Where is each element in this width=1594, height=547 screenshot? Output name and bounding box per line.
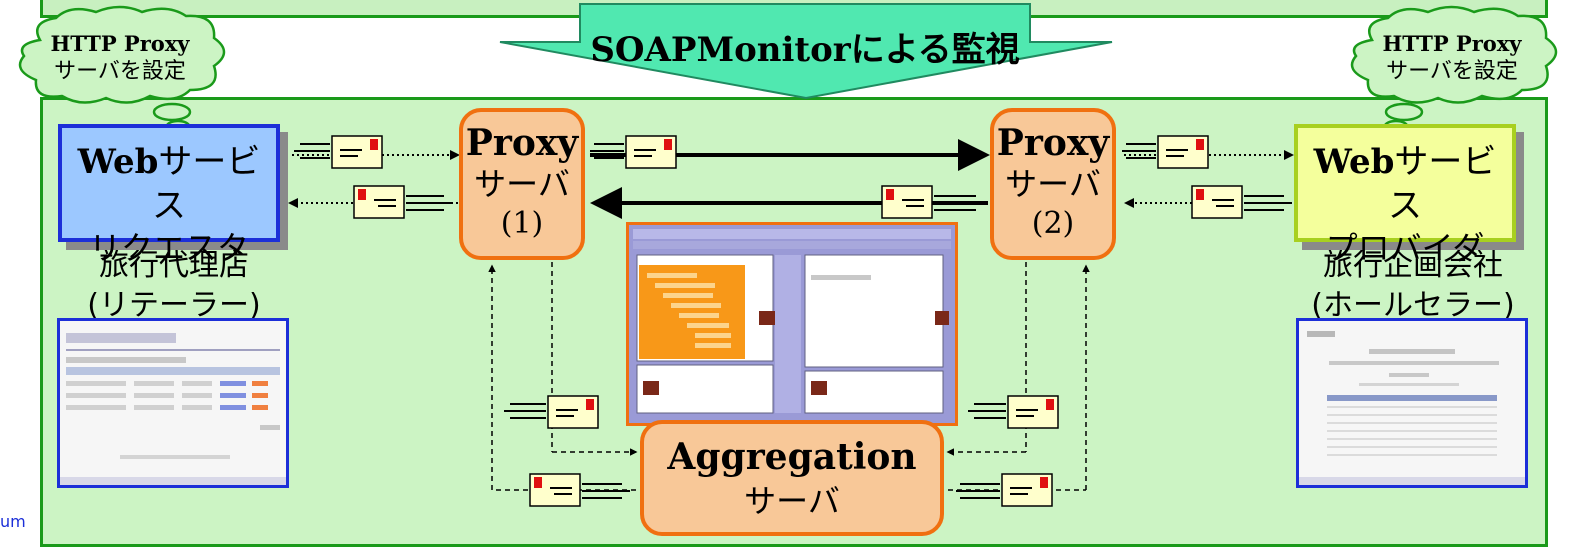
- proxy1-title: Proxy: [465, 122, 579, 164]
- requester-web-word: Web: [77, 142, 159, 182]
- soap-monitor-window: [626, 222, 958, 426]
- requester-caption-line1: 旅行代理店: [99, 248, 249, 283]
- aggregation-title: Aggregation: [667, 436, 917, 478]
- footer-text: um: [0, 512, 26, 531]
- provider-caption-line2: (ホールセラー): [1311, 288, 1515, 323]
- proxy1-sub: サーバ: [474, 165, 570, 203]
- provider-line2: プロバイダ: [1325, 229, 1485, 267]
- cloud-right-text: HTTP Proxy サーバを設定: [1352, 30, 1552, 86]
- cloud-right-line1: HTTP Proxy: [1382, 31, 1522, 56]
- requester-caption-line2: (リテーラー): [87, 288, 261, 323]
- proxy2-title: Proxy: [996, 122, 1110, 164]
- web-service-provider-box: Webサービス プロバイダ: [1294, 124, 1516, 267]
- requester-caption: 旅行代理店 (リテーラー): [56, 246, 292, 326]
- cloud-left-line1: HTTP Proxy: [50, 31, 190, 56]
- provider-web-word: Web: [1313, 142, 1395, 182]
- provider-caption-line1: 旅行企画会社: [1323, 248, 1503, 283]
- proxy-server-1: Proxy サーバ (1): [459, 108, 585, 260]
- proxy2-num: (2): [1031, 206, 1075, 241]
- requester-line2: リクエスタ: [88, 229, 249, 267]
- proxy2-sub: サーバ: [1005, 165, 1101, 203]
- web-service-requester-box: Webサービス リクエスタ: [58, 124, 280, 267]
- cloud-right-line2: サーバを設定: [1386, 59, 1518, 84]
- proxy-server-2: Proxy サーバ (2): [990, 108, 1116, 260]
- aggregation-sub: サーバ: [744, 482, 840, 520]
- cloud-left-text: HTTP Proxy サーバを設定: [20, 30, 220, 86]
- wholesaler-screenshot-thumbnail: [1296, 318, 1528, 488]
- provider-caption: 旅行企画会社 (ホールセラー): [1288, 246, 1538, 326]
- banner-label: SOAPMonitorによる監視: [590, 30, 1020, 70]
- requester-line1: サービス: [152, 142, 261, 226]
- retailer-screenshot-thumbnail: [57, 318, 289, 488]
- aggregation-server: Aggregation サーバ: [640, 420, 944, 536]
- cloud-left-line2: サーバを設定: [54, 59, 186, 84]
- proxy1-num: (1): [500, 206, 544, 241]
- provider-line1: サービス: [1388, 142, 1497, 226]
